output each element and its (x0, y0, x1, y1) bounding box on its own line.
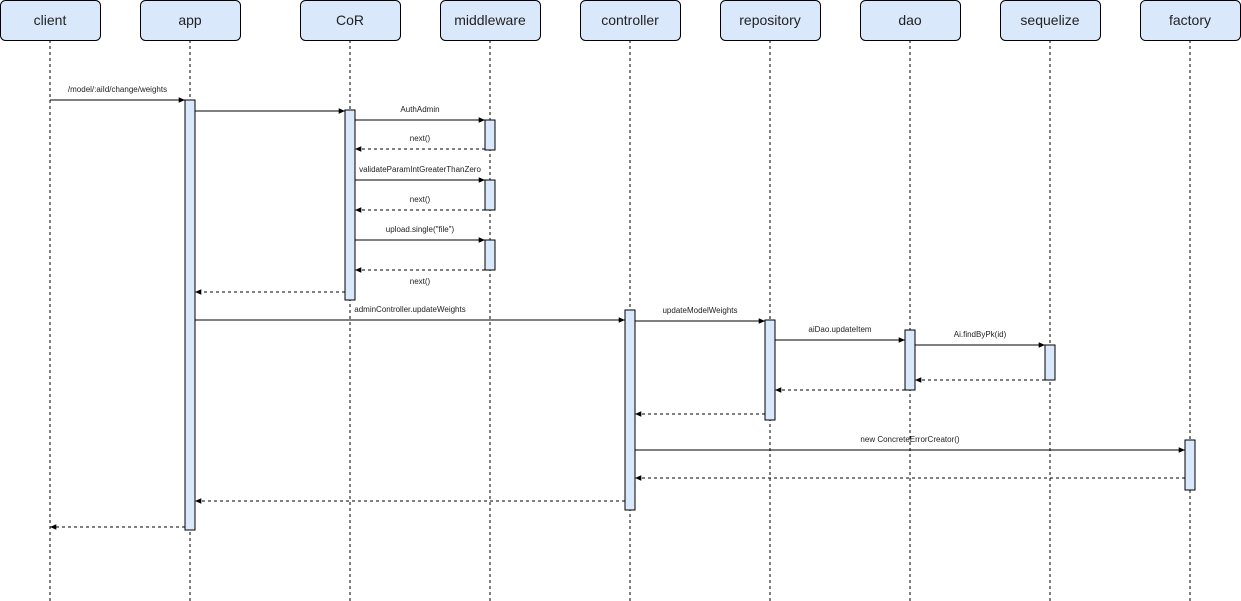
participant-repository[interactable]: repository (720, 0, 821, 41)
participant-controller[interactable]: controller (580, 0, 681, 41)
activation-bar-middleware (484, 239, 496, 271)
participant-box (860, 0, 961, 41)
activation-bar-app (184, 99, 196, 531)
message-cor-to-middleware: AuthAdmin (355, 105, 485, 123)
participant-middleware[interactable]: middleware (440, 0, 541, 41)
participant-box (0, 0, 101, 41)
message-label: new ConcreteErrorCreator() (860, 435, 959, 444)
message-label: updateModelWeights (662, 306, 737, 315)
message-label: Ai.findByPk(id) (954, 330, 1007, 339)
message-cor-to-middleware: validateParamIntGreaterThanZero (355, 165, 485, 183)
message-label: validateParamIntGreaterThanZero (359, 165, 481, 174)
activations (184, 99, 1196, 531)
participant-client[interactable]: client (0, 0, 101, 41)
participant-app[interactable]: app (140, 0, 241, 41)
activation-bar-factory (1184, 439, 1196, 491)
message-label: next() (410, 277, 431, 286)
participant-box (300, 0, 401, 41)
activation-bar-dao (904, 329, 916, 391)
message-label: aiDao.updateItem (808, 325, 871, 334)
activation-bar-cor (344, 109, 356, 301)
message-app-to-controller: adminController.updateWeights (195, 305, 625, 323)
participant-label: app (178, 12, 202, 28)
participant-dao[interactable]: dao (860, 0, 961, 41)
activation-bar-repository (764, 319, 776, 421)
participant-label: factory (1169, 12, 1211, 28)
message-label: next() (410, 134, 431, 143)
message-cor-to-middleware: upload.single("file") (355, 225, 485, 243)
activation-bar-middleware (484, 119, 496, 151)
participant-box (440, 0, 541, 41)
participant-label: controller (601, 12, 659, 28)
participant-sequelize[interactable]: sequelize (1000, 0, 1101, 41)
message-repository-to-dao: aiDao.updateItem (775, 325, 905, 343)
message-label: upload.single("file") (386, 225, 455, 234)
participant-box (140, 0, 241, 41)
participant-cor[interactable]: CoR (300, 0, 401, 41)
participant-box (580, 0, 681, 41)
message-label: next() (410, 195, 431, 204)
message-label: AuthAdmin (400, 105, 439, 114)
message-middleware-to-cor: next() (355, 134, 485, 152)
activation-bar-middleware (484, 179, 496, 211)
participant-label: repository (739, 12, 800, 28)
participant-label: middleware (454, 12, 526, 28)
message-client-to-app: /model/:aiId/change/weights (50, 85, 185, 103)
participant-label: CoR (336, 12, 364, 28)
message-middleware-to-cor: next() (355, 267, 485, 286)
participant-factory[interactable]: factory (1140, 0, 1241, 41)
participant-label: dao (898, 12, 922, 28)
activation-bar-sequelize (1044, 344, 1056, 381)
message-label: adminController.updateWeights (354, 305, 465, 314)
participant-label: sequelize (1020, 12, 1079, 28)
participant-box (720, 0, 821, 41)
message-dao-to-sequelize: Ai.findByPk(id) (915, 330, 1045, 348)
message-controller-to-factory: new ConcreteErrorCreator() (635, 435, 1185, 453)
participant-label: client (34, 12, 67, 28)
participant-box (1000, 0, 1101, 41)
message-middleware-to-cor: next() (355, 195, 485, 213)
activation-bar-controller (624, 309, 636, 511)
message-controller-to-repository: updateModelWeights (635, 306, 765, 324)
participant-headers: client app CoR middleware controller reposito… (0, 0, 1241, 41)
message-label: /model/:aiId/change/weights (68, 85, 167, 94)
